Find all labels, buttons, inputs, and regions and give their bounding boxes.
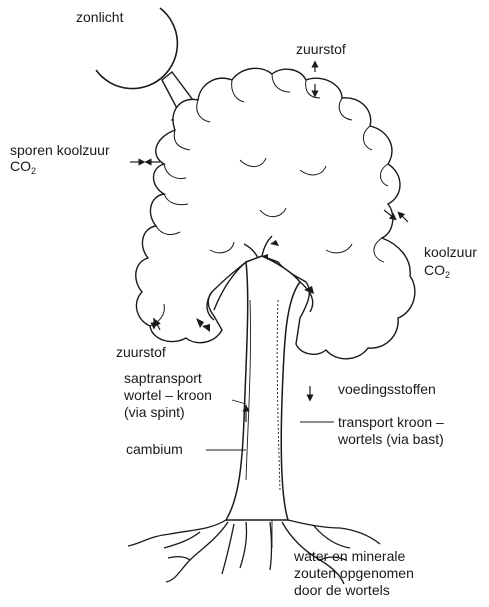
water-line-3: door de wortels	[294, 582, 390, 599]
co2-left-base: CO	[10, 158, 31, 174]
cambium-label: cambium	[126, 441, 183, 458]
carbon-dioxide-label: koolzuur	[424, 244, 477, 261]
co2-left-label: CO2	[10, 158, 36, 177]
co2-right-label: CO2	[424, 262, 450, 281]
co2-right-base: CO	[424, 262, 445, 278]
sap-transport-line-3: (via spint)	[124, 404, 185, 421]
transport-line-1: transport kroon –	[338, 414, 444, 431]
transport-line-2: wortels (via bast)	[338, 431, 444, 448]
water-line-1: water en minerale	[294, 548, 405, 565]
oxygen-top-label: zuurstof	[296, 41, 346, 58]
nutrients-label: voedingsstoffen	[338, 381, 436, 398]
co2-left-subscript: 2	[31, 166, 36, 176]
sap-transport-line-2: wortel – kroon	[124, 387, 212, 404]
water-line-2: zouten opgenomen	[294, 565, 414, 582]
trace-carbon-dioxide-label: sporen koolzuur	[10, 142, 110, 159]
trunk-outline	[226, 256, 300, 520]
sunlight-label: zonlicht	[76, 9, 123, 26]
sap-transport-line-1: saptransport	[124, 370, 202, 387]
oxygen-bottom-label: zuurstof	[116, 344, 166, 361]
co2-right-subscript: 2	[445, 270, 450, 280]
